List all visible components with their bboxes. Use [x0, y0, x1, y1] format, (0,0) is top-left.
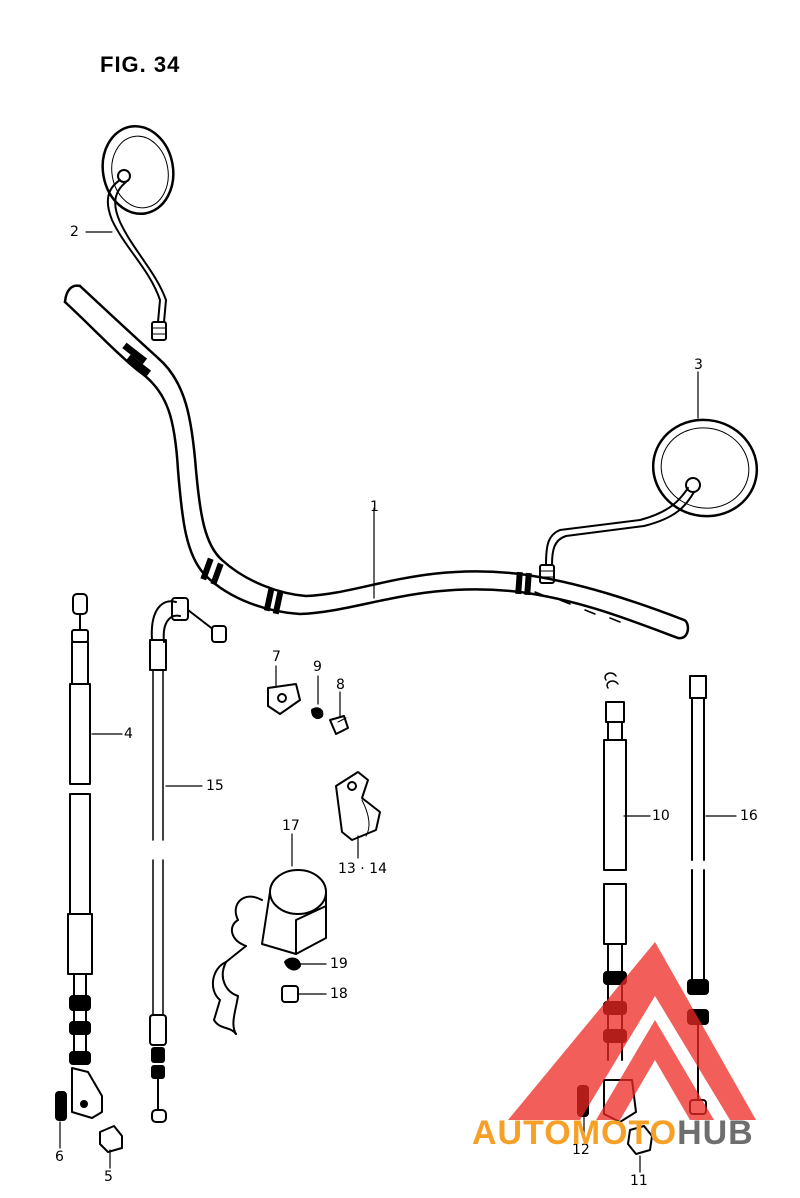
cable-guide	[335, 771, 381, 841]
callout-12: 12	[572, 1142, 590, 1158]
callout-8: 8	[336, 677, 345, 693]
clutch-cable	[55, 593, 123, 1153]
callout-4: 4	[124, 726, 133, 742]
callout-16: 16	[740, 808, 758, 824]
callout-3: 3	[694, 357, 703, 373]
mirror-right	[539, 418, 759, 584]
callout-19: 19	[330, 956, 348, 972]
callout-18: 18	[330, 986, 348, 1002]
watermark-text: AUTOMOTOHUB	[472, 1114, 754, 1153]
ignition-switch	[211, 869, 327, 1035]
callout-9: 9	[313, 659, 322, 675]
callout-17: 17	[282, 818, 300, 834]
handlebar	[63, 284, 690, 640]
callout-11: 11	[630, 1173, 648, 1189]
throttle-cable	[149, 597, 227, 1123]
cable-clamp	[267, 683, 349, 735]
callout-13-14: 13 · 14	[338, 861, 387, 877]
leader-lines	[59, 231, 737, 1173]
callout-1: 1	[370, 499, 379, 515]
watermark-text-part-a: AUTOMOTO	[472, 1114, 678, 1152]
watermark-logo	[508, 942, 756, 1120]
callout-7: 7	[272, 649, 281, 665]
callout-6: 6	[55, 1149, 64, 1165]
callout-15: 15	[206, 778, 224, 794]
callout-2: 2	[70, 224, 79, 240]
watermark-text-part-b: HUB	[677, 1114, 754, 1152]
callout-5: 5	[104, 1169, 113, 1185]
figure-title: FIG. 34	[100, 52, 181, 77]
mirror-left	[101, 124, 175, 341]
callout-10: 10	[652, 808, 670, 824]
